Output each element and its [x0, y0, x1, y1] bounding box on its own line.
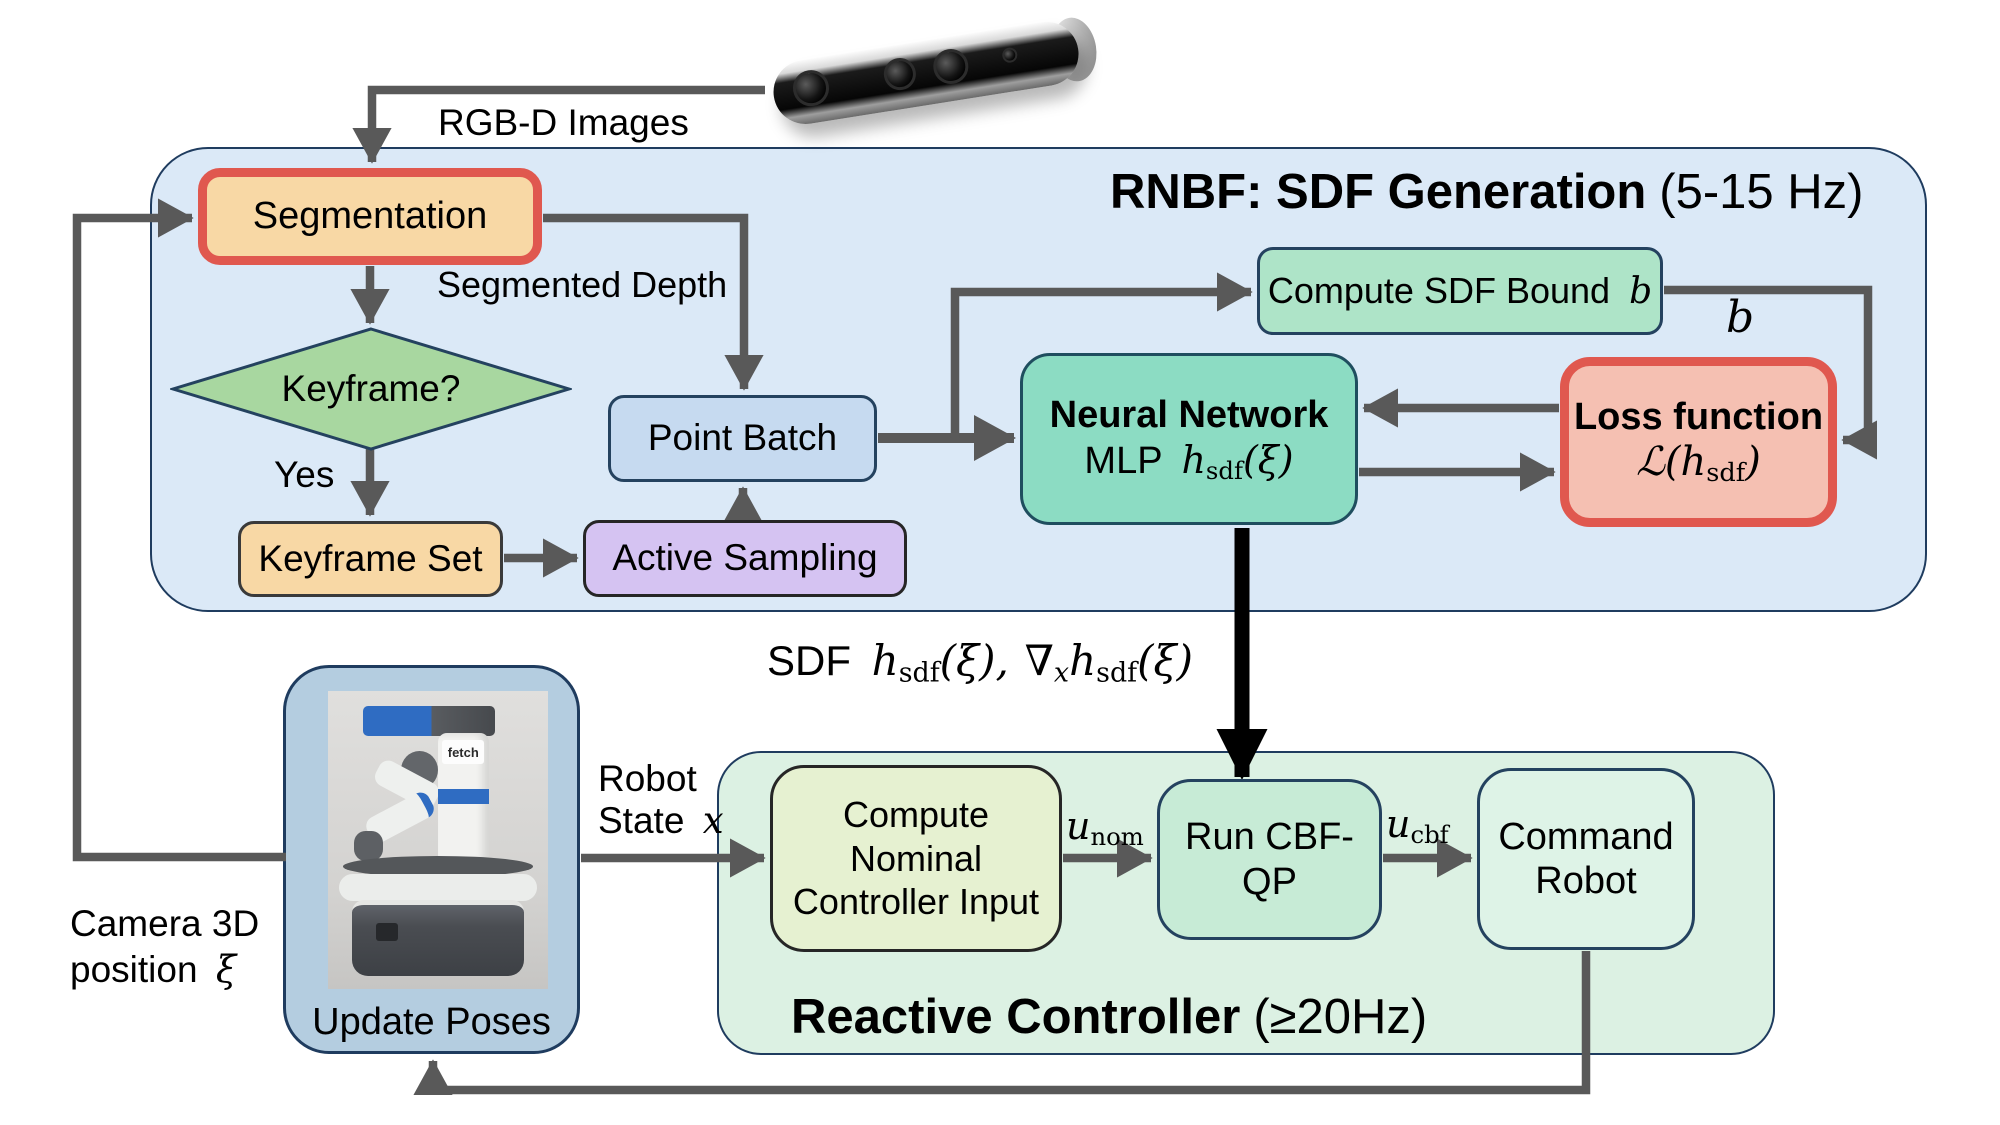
run-cbf-line2: QP	[1242, 860, 1297, 903]
point-batch-box: Point Batch	[608, 395, 877, 482]
segmented-depth-label: Segmented Depth	[437, 264, 728, 305]
camera-position-line2: position ξ	[70, 947, 259, 993]
neural-network-box: Neural Network MLP hsdf(ξ)	[1020, 353, 1358, 525]
keyframe-set-box: Keyframe Set	[238, 521, 503, 597]
xi-variable: ξ	[215, 948, 237, 991]
keyframe-set-label: Keyframe Set	[258, 537, 483, 579]
compute-sdf-bound-label: Compute SDF Bound b	[1268, 270, 1652, 313]
fetch-robot-photo: fetch	[328, 691, 548, 989]
run-cbf-line1: Run CBF-	[1185, 816, 1354, 859]
command-robot-line1: Command	[1498, 815, 1674, 858]
xi-argument: (ξ)	[1137, 636, 1194, 685]
active-sampling-label: Active Sampling	[612, 537, 878, 579]
loss-function-formula: ℒ(hsdf)	[1636, 439, 1761, 489]
position-text: position	[70, 949, 198, 990]
robot-blue-band	[438, 789, 489, 805]
compute-nominal-line2: Nominal	[849, 837, 983, 879]
compute-sdf-bound-box: Compute SDF Bound b	[1257, 247, 1663, 335]
rgbd-images-label: RGB-D Images	[438, 102, 689, 143]
reactive-controller-rate: (≥20Hz)	[1253, 990, 1428, 1044]
sdf-subscript: sdf	[1706, 458, 1746, 489]
robot-head	[363, 705, 496, 736]
compute-nominal-line3: Controller Input	[792, 881, 1040, 923]
mlp-text: MLP	[1084, 439, 1162, 482]
neural-network-mlp-formula: MLP hsdf(ξ)	[1084, 438, 1293, 485]
robot-gripper	[354, 831, 383, 861]
keyframe-question-label: Keyframe?	[281, 368, 461, 409]
reactive-controller-title: Reactive Controller(≥20Hz)	[791, 989, 1427, 1045]
sdf-subscript: sdf	[1205, 455, 1243, 485]
xi-argument: (ξ),	[939, 636, 1009, 685]
bound-variable: b	[1629, 270, 1653, 312]
compute-sdf-bound-text: Compute SDF Bound	[1267, 269, 1611, 311]
h-variable: h	[1181, 437, 1206, 482]
camera-position-line1: Camera 3D	[70, 903, 260, 944]
loss-function-box: Loss function ℒ(hsdf)	[1560, 357, 1837, 527]
sdf-subscript: sdf	[1096, 657, 1138, 689]
compute-nominal-box: Compute Nominal Controller Input	[770, 765, 1062, 952]
active-sampling-box: Active Sampling	[583, 520, 907, 597]
reactive-controller-title-text: Reactive Controller	[791, 990, 1241, 1044]
u-cbf-label: ucbf	[1386, 802, 1449, 849]
robot-state-label: Robot State x	[598, 758, 724, 842]
h-variable: h	[1680, 439, 1707, 486]
u-variable: u	[1066, 804, 1091, 848]
sdf-text: SDF	[766, 637, 851, 684]
cbf-subscript: cbf	[1410, 819, 1449, 849]
update-poses-panel: fetch Update Poses	[283, 665, 580, 1054]
sdf-output-label: SDF hsdf(ξ), ∇xhsdf(ξ)	[700, 636, 1260, 688]
command-robot-line2: Robot	[1535, 860, 1637, 902]
point-batch-label: Point Batch	[647, 417, 838, 459]
loss-function-title: Loss function	[1573, 396, 1824, 439]
nom-subscript: nom	[1090, 821, 1144, 851]
h-variable: h	[871, 636, 899, 685]
robot-state-line1: Robot	[598, 758, 697, 799]
paren-close: )	[1745, 439, 1761, 486]
xi-argument: (ξ)	[1242, 437, 1294, 482]
segmentation-box: Segmentation	[198, 168, 542, 265]
x-subscript: x	[1053, 657, 1070, 689]
u-nom-label: unom	[1066, 804, 1144, 851]
robot-state-line2: State x	[598, 800, 724, 842]
fetch-logo: fetch	[442, 740, 485, 764]
compute-nominal-line1: Compute	[842, 793, 990, 835]
robot-base-ring	[339, 874, 537, 902]
sdf-generation-title-text: RNBF: SDF Generation	[1110, 165, 1647, 219]
robot-base-port	[376, 923, 399, 942]
update-poses-label: Update Poses	[312, 1001, 551, 1043]
sdf-subscript: sdf	[898, 657, 940, 689]
x-variable: x	[702, 799, 724, 842]
robot-platform	[343, 856, 533, 878]
neural-network-title: Neural Network	[1049, 394, 1329, 437]
nabla-symbol: ∇	[1024, 636, 1054, 685]
command-robot-box: Command Robot	[1477, 768, 1695, 950]
keyframe-decision-diamond: Keyframe?	[167, 326, 575, 452]
paren-open: (	[1664, 439, 1681, 486]
h-variable: h	[1069, 636, 1097, 685]
camera-position-label: Camera 3D position ξ	[70, 901, 259, 993]
bound-wire-label: b	[1726, 292, 1755, 343]
script-L: ℒ	[1636, 439, 1665, 486]
yes-label: Yes	[274, 454, 335, 495]
u-variable: u	[1386, 802, 1411, 846]
sdf-generation-rate: (5-15 Hz)	[1659, 165, 1864, 219]
segmentation-label: Segmentation	[252, 195, 488, 238]
run-cbf-qp-box: Run CBF- QP	[1157, 779, 1382, 940]
state-text: State	[598, 800, 685, 841]
sdf-generation-title: RNBF: SDF Generation(5-15 Hz)	[1110, 164, 1864, 220]
